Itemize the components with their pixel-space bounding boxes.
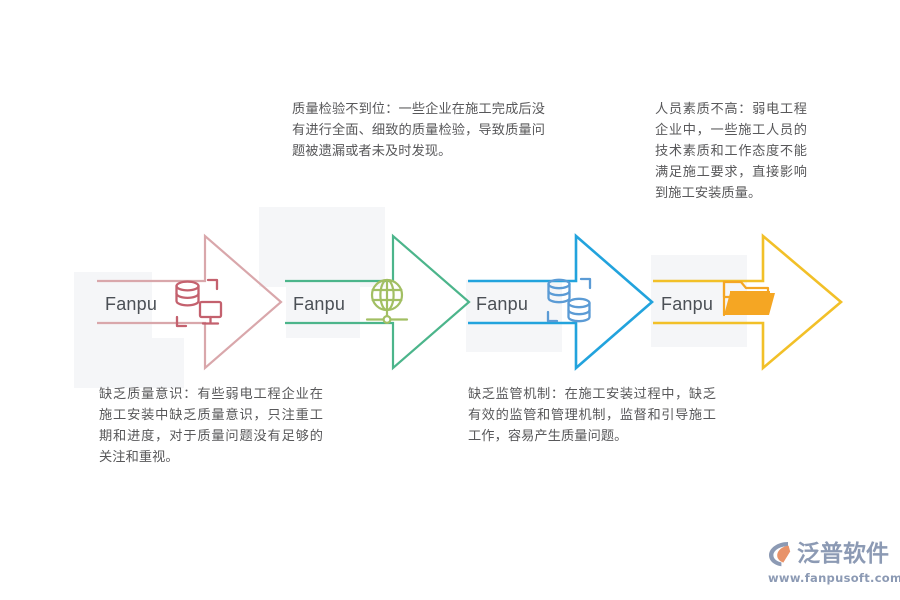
grey-panel-3a bbox=[466, 280, 562, 352]
database-stack-icon bbox=[540, 272, 600, 337]
step-label-4: Fanpu bbox=[661, 294, 714, 314]
step-label-3: Fanpu bbox=[476, 294, 529, 314]
fanpu-logo[interactable]: 泛普软件 www.fanpusoft.com bbox=[766, 538, 900, 586]
grey-panel-1a bbox=[74, 272, 152, 338]
database-monitor-icon bbox=[168, 274, 228, 337]
grey-panel-2a bbox=[259, 207, 385, 287]
step-arrow-1[interactable]: Fanpu bbox=[95, 232, 285, 372]
fanpu-logo-text: 泛普软件 bbox=[797, 541, 889, 567]
fanpu-logo-url: www.fanpusoft.com bbox=[768, 571, 900, 585]
step-arrow-2[interactable]: Fanpu bbox=[283, 232, 473, 372]
step-label-1: Fanpu bbox=[105, 294, 158, 314]
description-lack-quality-awareness: 缺乏质量意识：有些弱电工程企业在施工安装中缺乏质量意识，只注重工期和进度，对于质… bbox=[99, 387, 323, 465]
step-label-2: Fanpu bbox=[293, 294, 346, 314]
grey-panel-1b bbox=[74, 332, 184, 388]
description-quality-inspection: 质量检验不到位：一些企业在施工完成后没有进行全面、细致的质量检验，导致质量问题被… bbox=[292, 102, 545, 159]
step-arrow-4[interactable]: Fanpu bbox=[651, 232, 846, 372]
globe-network-icon bbox=[361, 275, 417, 336]
description-lack-supervision: 缺乏监管机制：在施工安装过程中，缺乏有效的监管和管理机制，监督和引导施工工作，容… bbox=[468, 387, 716, 444]
folder-icon bbox=[719, 276, 777, 333]
step-arrow-3[interactable]: Fanpu bbox=[466, 232, 656, 372]
fanpu-logo-mark-icon bbox=[766, 539, 796, 569]
arrow-shape-3 bbox=[468, 233, 654, 371]
grey-panel-2b bbox=[286, 286, 360, 338]
arrow-shape-4 bbox=[653, 233, 844, 371]
description-personnel-quality: 人员素质不高：弱电工程企业中，一些施工人员的技术素质和工作态度不能满足施工要求，… bbox=[655, 102, 807, 201]
